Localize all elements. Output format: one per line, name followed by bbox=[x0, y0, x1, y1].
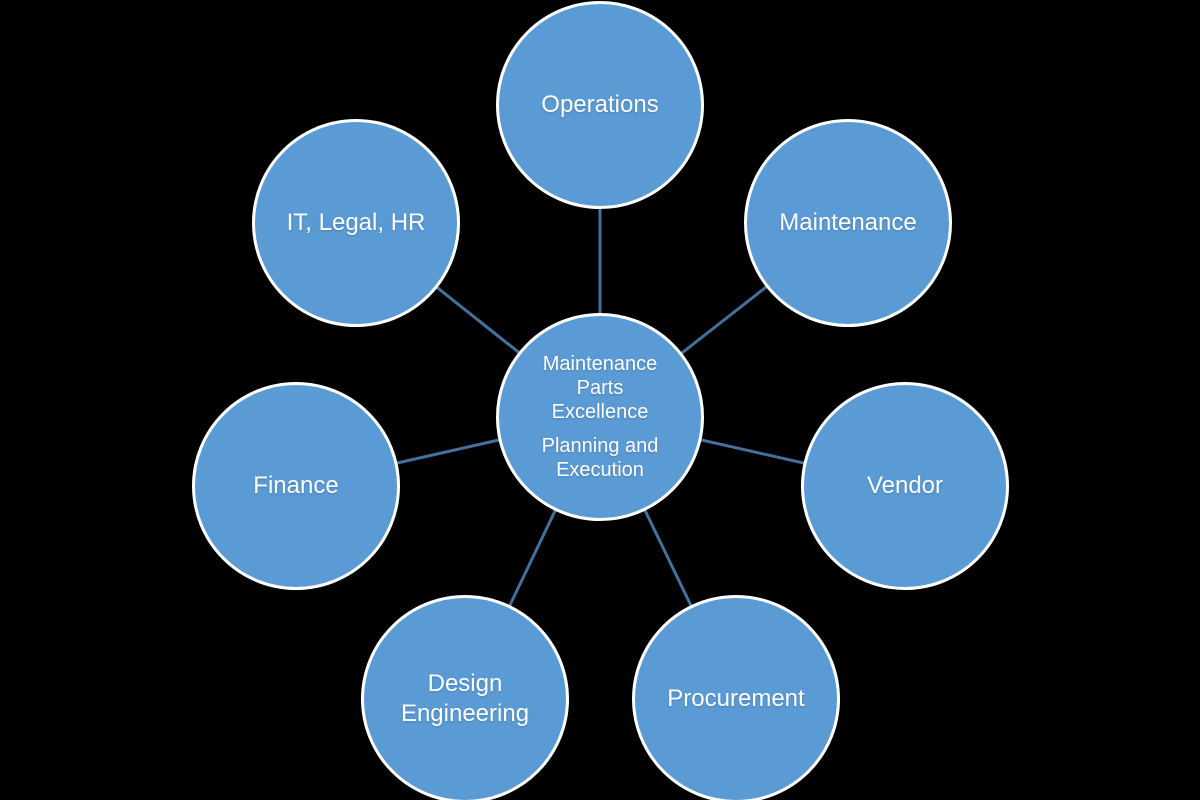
node-maintenance: Maintenance bbox=[744, 119, 952, 327]
node-maintenance-label: Maintenance bbox=[779, 209, 917, 236]
hub-label-secondary: Planning and Execution bbox=[541, 434, 659, 482]
node-operations: Operations bbox=[496, 1, 704, 209]
node-vendor: Vendor bbox=[801, 382, 1009, 590]
node-procurement: Procurement bbox=[632, 595, 840, 800]
node-finance: Finance bbox=[192, 382, 400, 590]
node-design-engineering: Design Engineering bbox=[361, 595, 569, 800]
node-it-legal-hr: IT, Legal, HR bbox=[252, 119, 460, 327]
node-procurement-label: Procurement bbox=[667, 685, 805, 712]
hub-label-primary: Maintenance Parts Excellence bbox=[542, 352, 658, 424]
node-it-legal-hr-label: IT, Legal, HR bbox=[286, 209, 426, 236]
node-finance-label: Finance bbox=[253, 472, 339, 499]
node-vendor-label: Vendor bbox=[866, 472, 944, 499]
node-hub: Maintenance Parts Excellence Planning an… bbox=[496, 313, 704, 521]
node-design-engineering-label: Design Engineering bbox=[400, 670, 530, 727]
node-operations-label: Operations bbox=[541, 91, 659, 118]
